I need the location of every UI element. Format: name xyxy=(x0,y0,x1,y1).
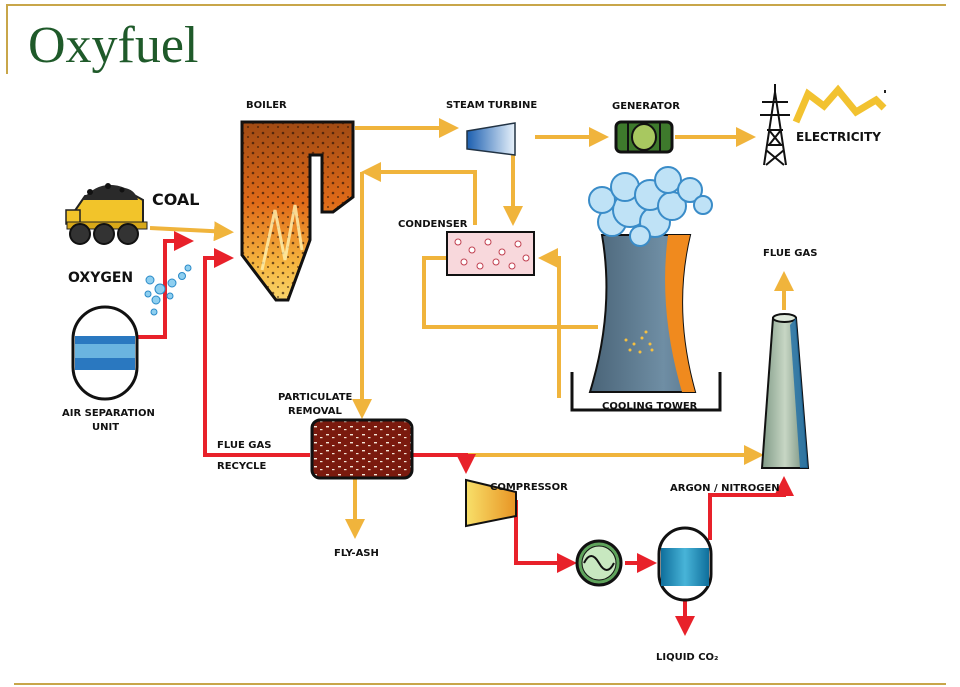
label-asu-line2: UNIT xyxy=(92,422,119,433)
condenser xyxy=(446,231,535,276)
label-generator: GENERATOR xyxy=(612,101,680,112)
label-flue-gas-recycle-line2: RECYCLE xyxy=(217,461,266,472)
label-oxygen: OXYGEN xyxy=(68,270,133,286)
label-liquid-co2: LIQUID CO₂ xyxy=(656,652,718,663)
slide-top-border xyxy=(6,4,946,6)
lightning-bolt-icon xyxy=(792,84,887,124)
label-coal: COAL xyxy=(152,190,200,209)
air-separation-unit xyxy=(71,305,139,401)
label-cooling-tower: COOLING TOWER xyxy=(602,401,698,412)
label-steam-turbine: STEAM TURBINE xyxy=(446,100,537,111)
co2-storage-tank xyxy=(657,526,713,602)
label-argon-nitrogen: ARGON / NITROGEN xyxy=(670,483,780,494)
generator xyxy=(614,120,674,154)
boiler xyxy=(240,120,355,302)
label-flue-gas-recycle-line1: FLUE GAS xyxy=(217,440,271,451)
steam-turbine xyxy=(466,122,516,156)
label-fly-ash: FLY-ASH xyxy=(334,548,379,559)
label-particulate-line1: PARTICULATE xyxy=(278,392,353,403)
label-particulate-line2: REMOVAL xyxy=(288,406,343,417)
label-compressor: COMPRESSOR xyxy=(490,482,568,493)
oxygen-bubbles-icon xyxy=(144,264,192,316)
electricity-pylon-icon xyxy=(760,84,790,166)
slide-bottom-border xyxy=(14,683,946,685)
label-boiler: BOILER xyxy=(246,100,287,111)
chimney xyxy=(760,313,810,469)
label-asu-line1: AIR SEPARATION xyxy=(62,408,155,419)
cooling-tower xyxy=(570,234,722,412)
coal-truck-icon xyxy=(65,183,148,245)
compressor xyxy=(465,478,517,528)
slide-left-border xyxy=(6,4,8,74)
label-condenser: CONDENSER xyxy=(398,219,468,230)
diagram-labels: BOILER STEAM TURBINE GENERATOR ELECTRICI… xyxy=(62,100,881,663)
particulate-removal xyxy=(310,418,414,480)
steam-cloud-icon xyxy=(588,166,713,247)
label-flue-gas-top: FLUE GAS xyxy=(763,248,817,259)
label-electricity: ELECTRICITY xyxy=(796,130,881,144)
heat-exchanger-icon xyxy=(575,539,623,587)
slide-title: Oxyfuel xyxy=(28,17,199,74)
